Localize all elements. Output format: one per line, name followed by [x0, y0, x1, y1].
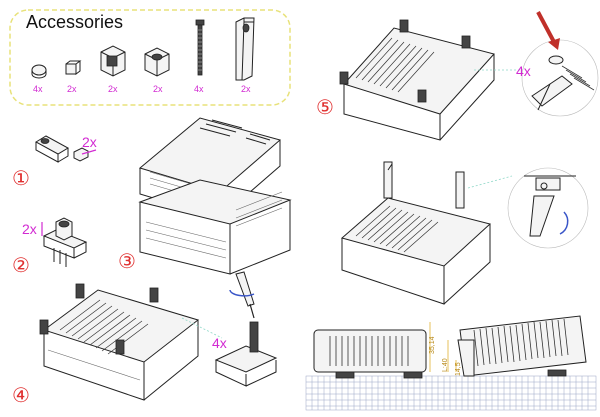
step4-number: ④	[12, 385, 30, 407]
step6-leader-line	[467, 175, 513, 189]
step1-qty: 2x	[82, 134, 97, 150]
tilt-leg-icon	[235, 17, 255, 81]
foot-icon	[31, 64, 47, 79]
dim-label-2: L:40	[442, 358, 449, 372]
step4-qty: 4x	[212, 335, 227, 351]
step2-qty: 2x	[22, 221, 37, 237]
grid-surface	[305, 375, 597, 411]
step1-arrow	[81, 149, 97, 155]
dim-label-1: 35,14	[429, 336, 436, 354]
step1-bracket	[34, 135, 89, 163]
step-5: 4x ⑤	[316, 11, 599, 141]
step5-qty: 4x	[516, 63, 531, 79]
accessory-count-4: 2x	[153, 84, 163, 94]
dim-label-3: 14,5	[455, 362, 462, 376]
step6-detail	[507, 167, 589, 249]
step-4: 4x ④	[12, 271, 278, 407]
step4-enclosure	[39, 283, 200, 401]
flat-enclosure-profile	[313, 329, 427, 379]
accessory-count-3: 2x	[108, 84, 118, 94]
step-3: ③	[118, 117, 292, 275]
enclosure-bottom-shell	[138, 179, 292, 275]
step5-detail	[521, 11, 599, 117]
step-6	[340, 161, 589, 305]
step2-bracket-assembly	[42, 217, 88, 267]
step1-number: ①	[12, 168, 30, 190]
pivot-block-icon	[144, 47, 170, 77]
accessory-count-6: 2x	[241, 84, 251, 94]
final-profile: 35,14 L:40 14,5	[305, 315, 597, 411]
accessory-count-1: 4x	[33, 84, 43, 94]
screwdriver-icon	[229, 271, 255, 319]
accessories-title: Accessories	[26, 12, 123, 32]
accessories-panel: Accessories 4x 2x 2x 2x	[9, 9, 291, 106]
bracket-holder-icon	[100, 45, 126, 77]
screw-icon	[195, 19, 205, 76]
accessory-count-5: 4x	[194, 84, 204, 94]
step4-detail-bracket	[214, 321, 278, 387]
dimension-lines: 35,14 L:40 14,5	[429, 322, 462, 376]
step4-leader-line	[181, 317, 223, 339]
step5-enclosure	[339, 19, 495, 141]
step-1: 2x ①	[12, 134, 97, 190]
step6-enclosure	[340, 161, 492, 305]
accessories-border	[9, 9, 291, 106]
accessory-count-2: 2x	[67, 84, 77, 94]
tilted-enclosure-profile	[457, 315, 587, 377]
step5-number: ⑤	[316, 97, 334, 119]
clip-icon	[65, 60, 82, 75]
step2-number: ②	[12, 255, 30, 277]
step-2: 2x ②	[12, 217, 88, 277]
step3-number: ③	[118, 251, 136, 273]
